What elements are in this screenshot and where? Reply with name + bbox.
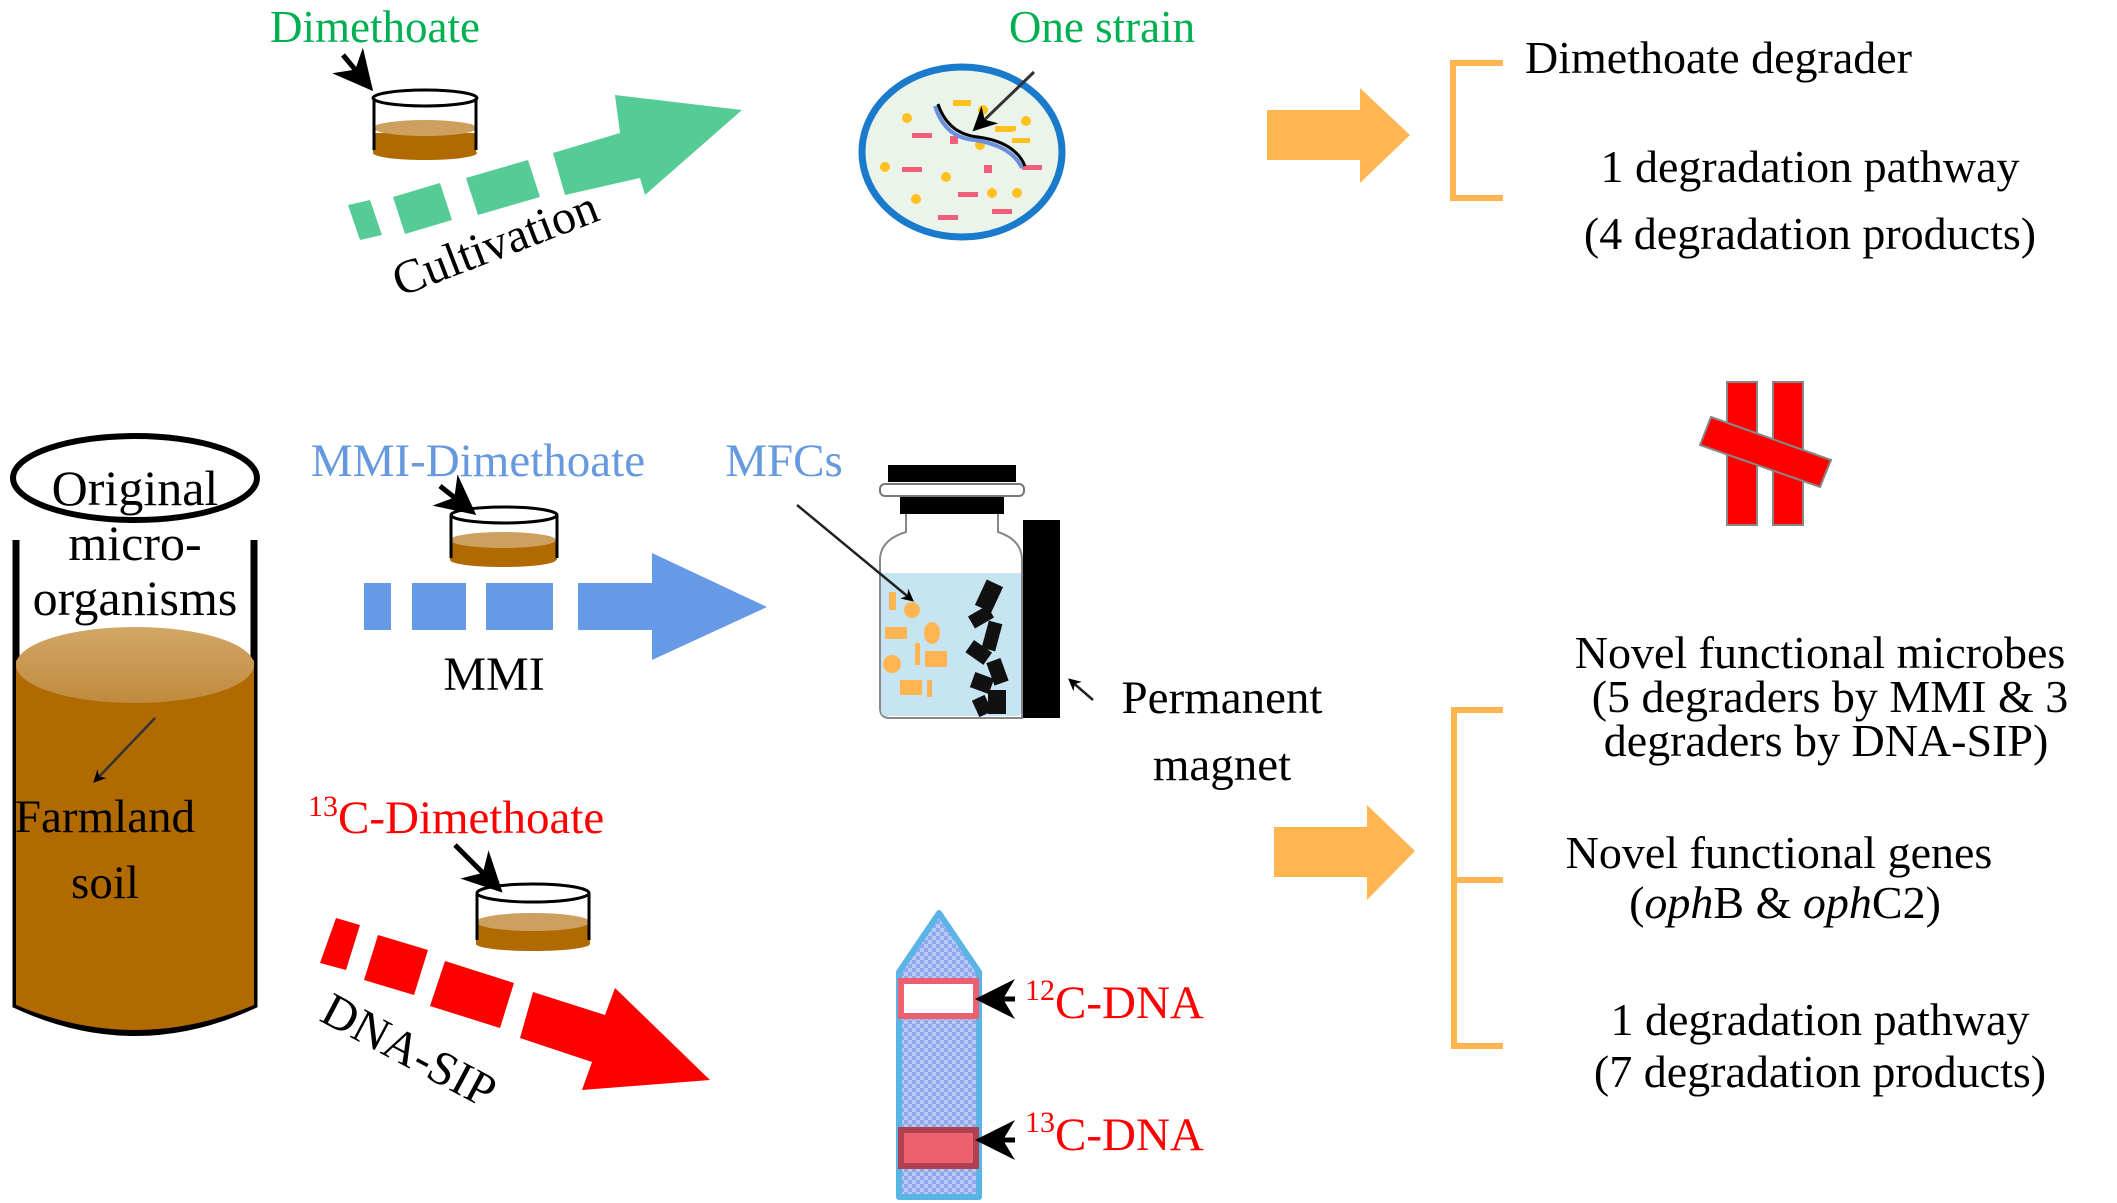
light-band-text: C-DNA <box>1055 977 1204 1029</box>
mmi-culture-dish-icon <box>449 505 559 567</box>
magnet-pointer-arrow <box>1068 678 1094 701</box>
result-arrow-icon-top <box>1267 88 1410 183</box>
petri-dish-icon <box>858 63 1066 241</box>
sip-substrate-label: 13C-Dimethoate <box>308 790 604 844</box>
soil-surface <box>16 627 254 703</box>
heavy-band-label: 13C-DNA <box>1025 1106 1204 1161</box>
culture-bottle-icon <box>879 465 1060 719</box>
microbes-detail-line1: (5 degraders by MMI & 3 <box>1592 671 2069 722</box>
substrate-pointer-arrow <box>332 47 374 92</box>
magnet-icon <box>1023 520 1060 718</box>
container-label-line2: micro- <box>68 515 201 571</box>
gene1-italic: oph <box>1644 877 1713 928</box>
outcome-degrader: Dimethoate degrader <box>1525 32 1912 83</box>
soil-pointer-arrow <box>93 717 156 783</box>
outcome-pathway-line1: 1 degradation pathway <box>1601 141 2020 192</box>
mmi-method-label: MMI <box>443 648 544 701</box>
density-gradient-tube-icon <box>896 910 982 1200</box>
microbes-detail-line2: degraders by DNA-SIP) <box>1604 715 2049 766</box>
cylinder-wall <box>12 540 258 1036</box>
soil-container: Original micro- organisms <box>10 433 260 1036</box>
cylinder-rim <box>10 433 260 523</box>
microbes-title: Novel functional microbes <box>1575 627 2066 678</box>
bracket-top <box>1450 60 1503 201</box>
genes-open-paren: ( <box>1629 877 1644 928</box>
mmi-substrate-label: MMI-Dimethoate <box>311 435 645 487</box>
magnet-label-line2: magnet <box>1153 739 1291 791</box>
result-arrow-icon-bottom <box>1274 805 1415 900</box>
pathway-line1: 1 degradation pathway <box>1611 994 2030 1045</box>
not-equal-icon <box>1698 381 1833 526</box>
gene1-rest: B & <box>1713 877 1802 928</box>
light-dna-band <box>898 978 979 1019</box>
sip-substrate-text: C-Dimethoate <box>338 792 604 844</box>
sip-substrate-pointer-arrow <box>453 843 503 893</box>
mmi-substrate-pointer-arrow <box>432 474 477 515</box>
light-band-label: 12C-DNA <box>1025 974 1204 1029</box>
mmi-arrow-icon <box>364 553 767 660</box>
cultivation-substrate-label: Dimethoate <box>270 2 480 52</box>
light-band-sup: 12 <box>1025 974 1055 1007</box>
soil-body <box>16 660 254 1030</box>
sip-substrate-sup: 13 <box>308 790 338 823</box>
gene2-italic: oph <box>1803 877 1872 928</box>
container-label-line3: organisms <box>33 570 238 626</box>
heavy-dna-band <box>898 1127 979 1169</box>
soil-label-line1: Farmland <box>15 791 195 843</box>
pathway-line2: (7 degradation products) <box>1594 1046 2046 1097</box>
soil-label-line2: soil <box>71 857 139 909</box>
cultivation-arrow-icon <box>348 95 742 240</box>
heavy-band-text: C-DNA <box>1055 1109 1204 1161</box>
mfcs-pointer-arrow <box>796 504 914 602</box>
magnet-label-line1: Permanent <box>1122 672 1323 724</box>
heavy-band-sup: 13 <box>1025 1106 1055 1139</box>
culture-dish-icon <box>371 88 479 160</box>
sip-culture-dish-icon <box>475 882 591 951</box>
genes-detail: (ophB & ophC2) <box>1629 877 1941 928</box>
outcome-pathway-line2: (4 degradation products) <box>1584 208 2036 259</box>
bracket-bottom <box>1451 707 1503 1049</box>
mfcs-label: MFCs <box>725 435 843 487</box>
strain-pointer-arrow <box>972 70 1036 132</box>
one-strain-label: One strain <box>1009 2 1195 52</box>
container-label-line1: Original <box>52 460 219 516</box>
sip-arrow-icon <box>320 918 710 1090</box>
gene2-rest: C2) <box>1872 877 1941 928</box>
genes-title: Novel functional genes <box>1566 827 1993 878</box>
